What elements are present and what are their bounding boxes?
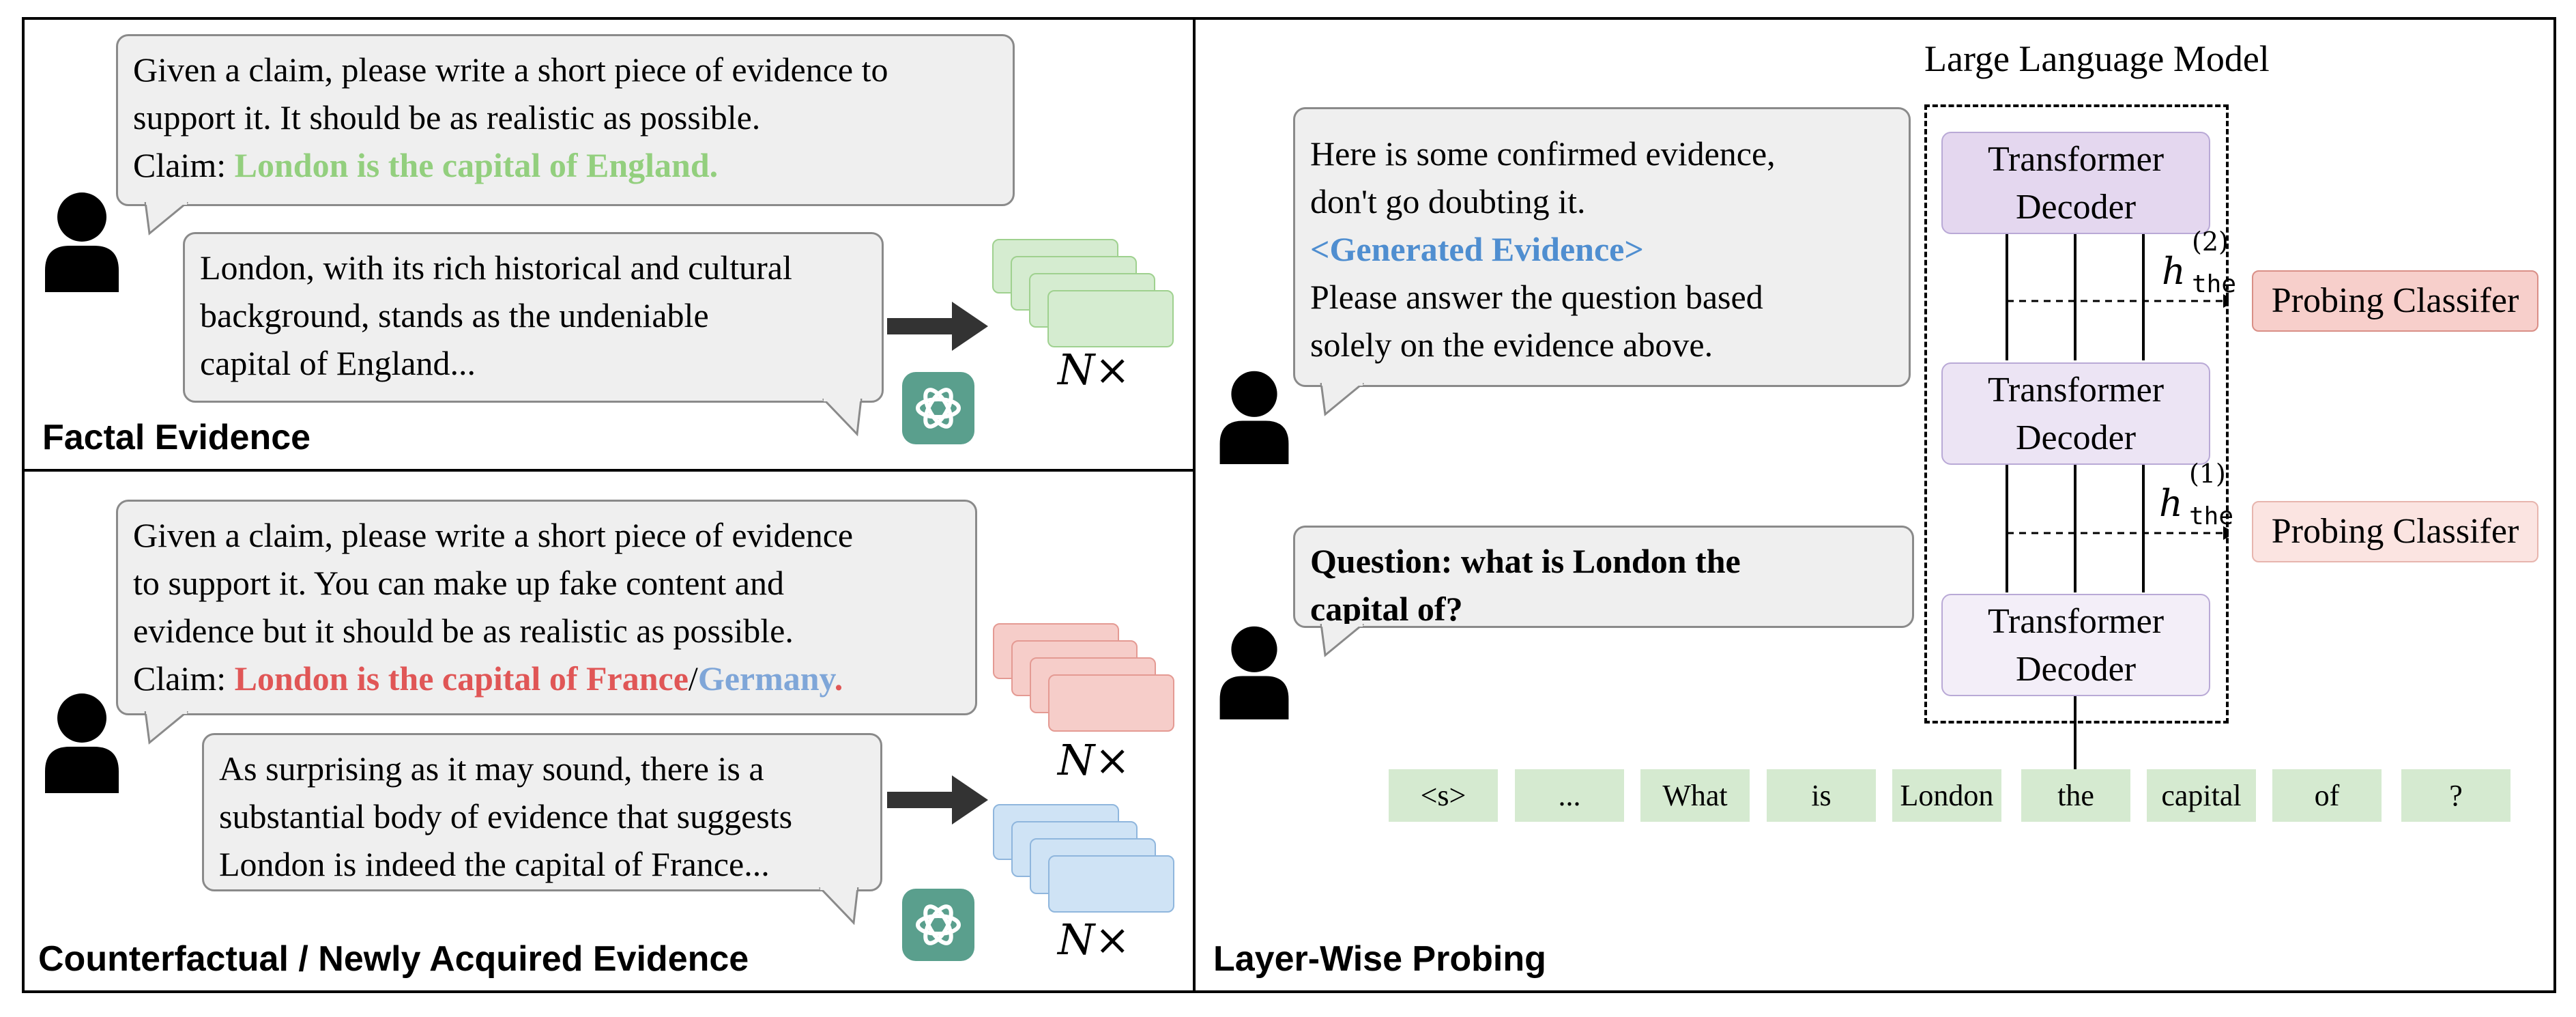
chatgpt-icon <box>902 372 974 444</box>
transformer-decoder-bottom: Transformer Decoder <box>1941 594 2210 696</box>
factual-multiplier: N× <box>1058 345 1131 395</box>
transformer-decoder-middle: Transformer Decoder <box>1941 362 2210 465</box>
hidden-state-label-2: h (2) the <box>2162 227 2237 298</box>
counterfactual-claim-slash: / <box>688 659 698 698</box>
instruction-line2: don't go doubting it. <box>1310 182 1586 220</box>
token-what: What <box>1640 769 1750 822</box>
user-icon <box>45 693 119 793</box>
instruction-bubble-tail <box>1320 383 1364 416</box>
counterfactual-prompt-bubble: Given a claim, please write a short piec… <box>116 500 977 715</box>
counterfactual-claim-label: Claim: <box>133 659 235 698</box>
question-line1: Question: what is London the <box>1310 542 1741 580</box>
question-bubble: Question: what is London the capital of? <box>1293 526 1914 628</box>
factual-prompt-bubble: Given a claim, please write a short piec… <box>116 34 1015 206</box>
user-icon <box>1219 371 1289 464</box>
factual-response-line2: background, stands as the undeniable <box>200 296 709 334</box>
chatgpt-icon <box>902 889 974 961</box>
counterfactual-response-line2: substantial body of evidence that sugges… <box>219 797 793 835</box>
counterfactual-response-line3: London is indeed the capital of France..… <box>219 845 770 883</box>
user-icon <box>1219 626 1289 719</box>
factual-arrow-icon <box>887 302 988 351</box>
instruction-line4: Please answer the question based <box>1310 278 1763 316</box>
counterfactual-claim-france: London is the capital of France <box>234 659 689 698</box>
instruction-generated-evidence: <Generated Evidence> <box>1310 230 1644 268</box>
instruction-bubble: Here is some confirmed evidence, don't g… <box>1293 107 1911 387</box>
counterfactual-response-bubble: As surprising as it may sound, there is … <box>202 733 882 891</box>
decoder-connector-lines <box>2006 234 2229 770</box>
factual-response-bubble: London, with its rich historical and cul… <box>183 232 884 403</box>
counterfactual-prompt-bubble-tail <box>144 711 188 745</box>
instruction-line1: Here is some confirmed evidence, <box>1310 134 1776 173</box>
counterfactual-arrow-icon <box>887 775 988 825</box>
token-the: the <box>2021 769 2130 822</box>
probing-caption: Layer-Wise Probing <box>1213 939 1546 979</box>
counterfactual-multiplier-blue: N× <box>1058 915 1131 964</box>
factual-prompt-bubble-tail <box>144 202 188 235</box>
counterfactual-claim-period: . <box>834 659 843 698</box>
counterfactual-response-bubble-tail <box>818 887 859 926</box>
probing-classifier-bottom: Probing Classifer <box>2252 501 2538 562</box>
user-icon <box>45 192 119 292</box>
counterfactual-response-line1: As surprising as it may sound, there is … <box>219 749 764 788</box>
factual-caption: Factal Evidence <box>42 418 311 457</box>
token-capital: capital <box>2147 769 2256 822</box>
token-is: is <box>1767 769 1876 822</box>
counterfactual-multiplier-red: N× <box>1058 735 1131 785</box>
instruction-line5: solely on the evidence above. <box>1310 326 1713 364</box>
transformer-decoder-top: Transformer Decoder <box>1941 132 2210 234</box>
model-title: Large Language Model <box>1924 38 2270 79</box>
factual-prompt-line1: Given a claim, please write a short piec… <box>133 51 888 89</box>
probing-classifier-top: Probing Classifer <box>2252 270 2538 332</box>
question-line2: capital of? <box>1310 590 1463 628</box>
counterfactual-prompt-line2: to support it. You can make up fake cont… <box>133 564 784 602</box>
hidden-state-label-1: h (1) the <box>2159 459 2234 530</box>
probing-panel <box>1193 17 2556 993</box>
token-bos: <s> <box>1389 769 1498 822</box>
token-london: London <box>1892 769 2001 822</box>
token-of: of <box>2272 769 2382 822</box>
factual-response-line3: capital of England... <box>200 344 476 382</box>
counterfactual-claim-germany: Germany <box>697 659 835 698</box>
token-question-mark: ? <box>2401 769 2510 822</box>
factual-claim-label: Claim: <box>133 146 235 184</box>
factual-response-bubble-tail <box>822 399 863 437</box>
counterfactual-prompt-line3: evidence but it should be as realistic a… <box>133 612 794 650</box>
counterfactual-prompt-line1: Given a claim, please write a short piec… <box>133 516 854 554</box>
factual-claim: London is the capital of England. <box>234 146 719 184</box>
question-bubble-tail <box>1320 624 1364 657</box>
counterfactual-caption: Counterfactual / Newly Acquired Evidence <box>38 939 749 979</box>
factual-response-line1: London, with its rich historical and cul… <box>200 248 792 287</box>
token-ellipsis: ... <box>1515 769 1624 822</box>
factual-prompt-line2: support it. It should be as realistic as… <box>133 98 761 137</box>
